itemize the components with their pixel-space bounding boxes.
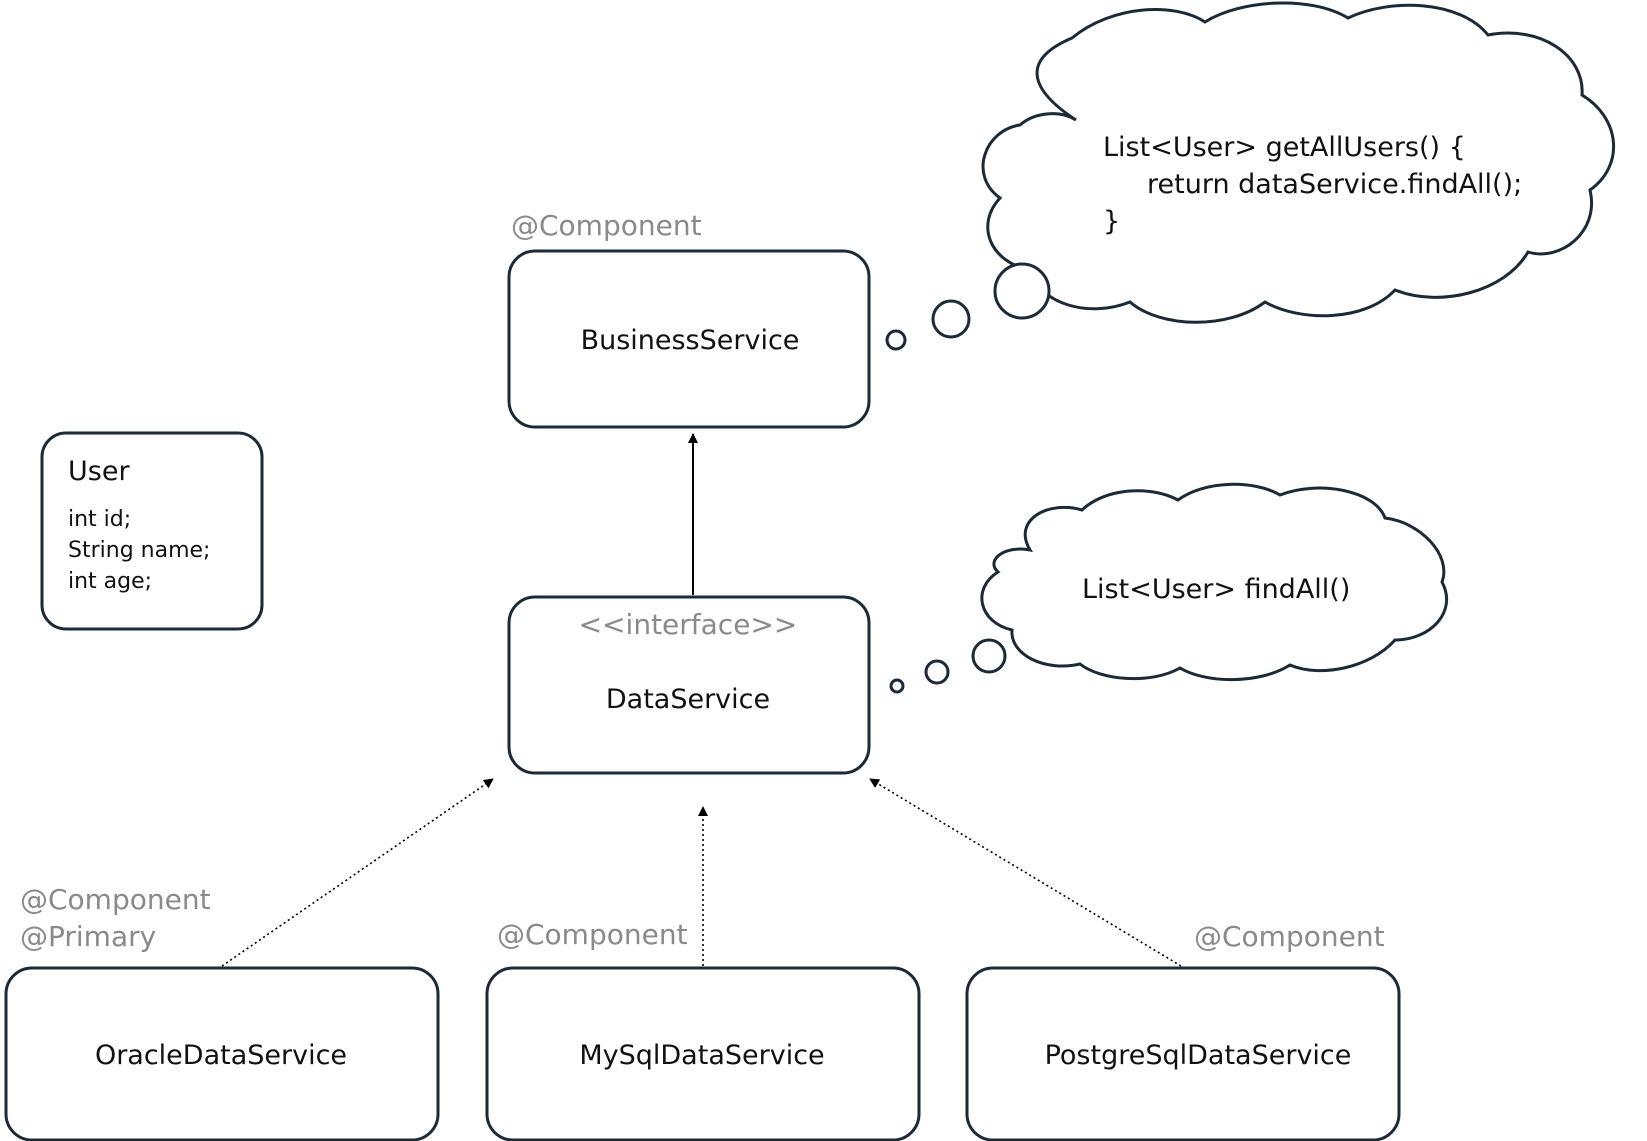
data-service-label: DataService [606,684,770,715]
data-cloud-shape [980,482,1449,682]
business-thought-bubble-medium [931,299,971,339]
postgres-implements-arrow [869,778,1182,967]
postgres-annotation: @Component [1194,920,1385,953]
business-cloud-shape [981,1,1615,324]
data-thought-bubble-small [889,678,905,694]
user-field-id: int id; [68,507,131,532]
mysql-data-service-box [485,966,921,1141]
data-thought-bubble-medium [924,659,950,685]
oracle-annotation-primary: @Primary [20,920,156,953]
oracle-data-service-box [4,966,440,1141]
postgres-data-service-box [965,966,1401,1141]
oracle-data-service-label: OracleDataService [95,1040,347,1071]
business-thought-bubble-large [993,262,1051,320]
business-code-line-3: } [1103,206,1120,237]
data-thought-cloud: List<User> findAll() [980,482,1449,682]
business-service-label: BusinessService [581,325,800,356]
data-thought-text: List<User> findAll() [1082,574,1350,605]
mysql-annotation: @Component [497,918,688,951]
user-field-name: String name; [68,538,210,563]
business-code-line-1: List<User> getAllUsers() { [1103,132,1466,163]
user-class-title: User [68,456,130,487]
user-field-age: int age; [68,569,152,594]
data-service-box [507,595,871,775]
business-thought-bubble-small [885,329,907,351]
business-service-annotation: @Component [511,209,702,242]
business-code-line-2: return dataService.findAll(); [1147,169,1522,200]
postgres-data-service-label: PostgreSqlDataService [1045,1040,1352,1071]
mysql-data-service-label: MySqlDataService [579,1040,824,1071]
oracle-annotation-component: @Component [20,883,211,916]
business-service-box [507,249,871,429]
data-service-stereotype: <<interface>> [579,608,798,641]
data-thought-bubble-large [971,638,1007,674]
user-class-box [40,431,264,631]
business-thought-cloud: List<User> getAllUsers() { return dataSe… [981,1,1615,324]
oracle-implements-arrow [221,778,494,967]
